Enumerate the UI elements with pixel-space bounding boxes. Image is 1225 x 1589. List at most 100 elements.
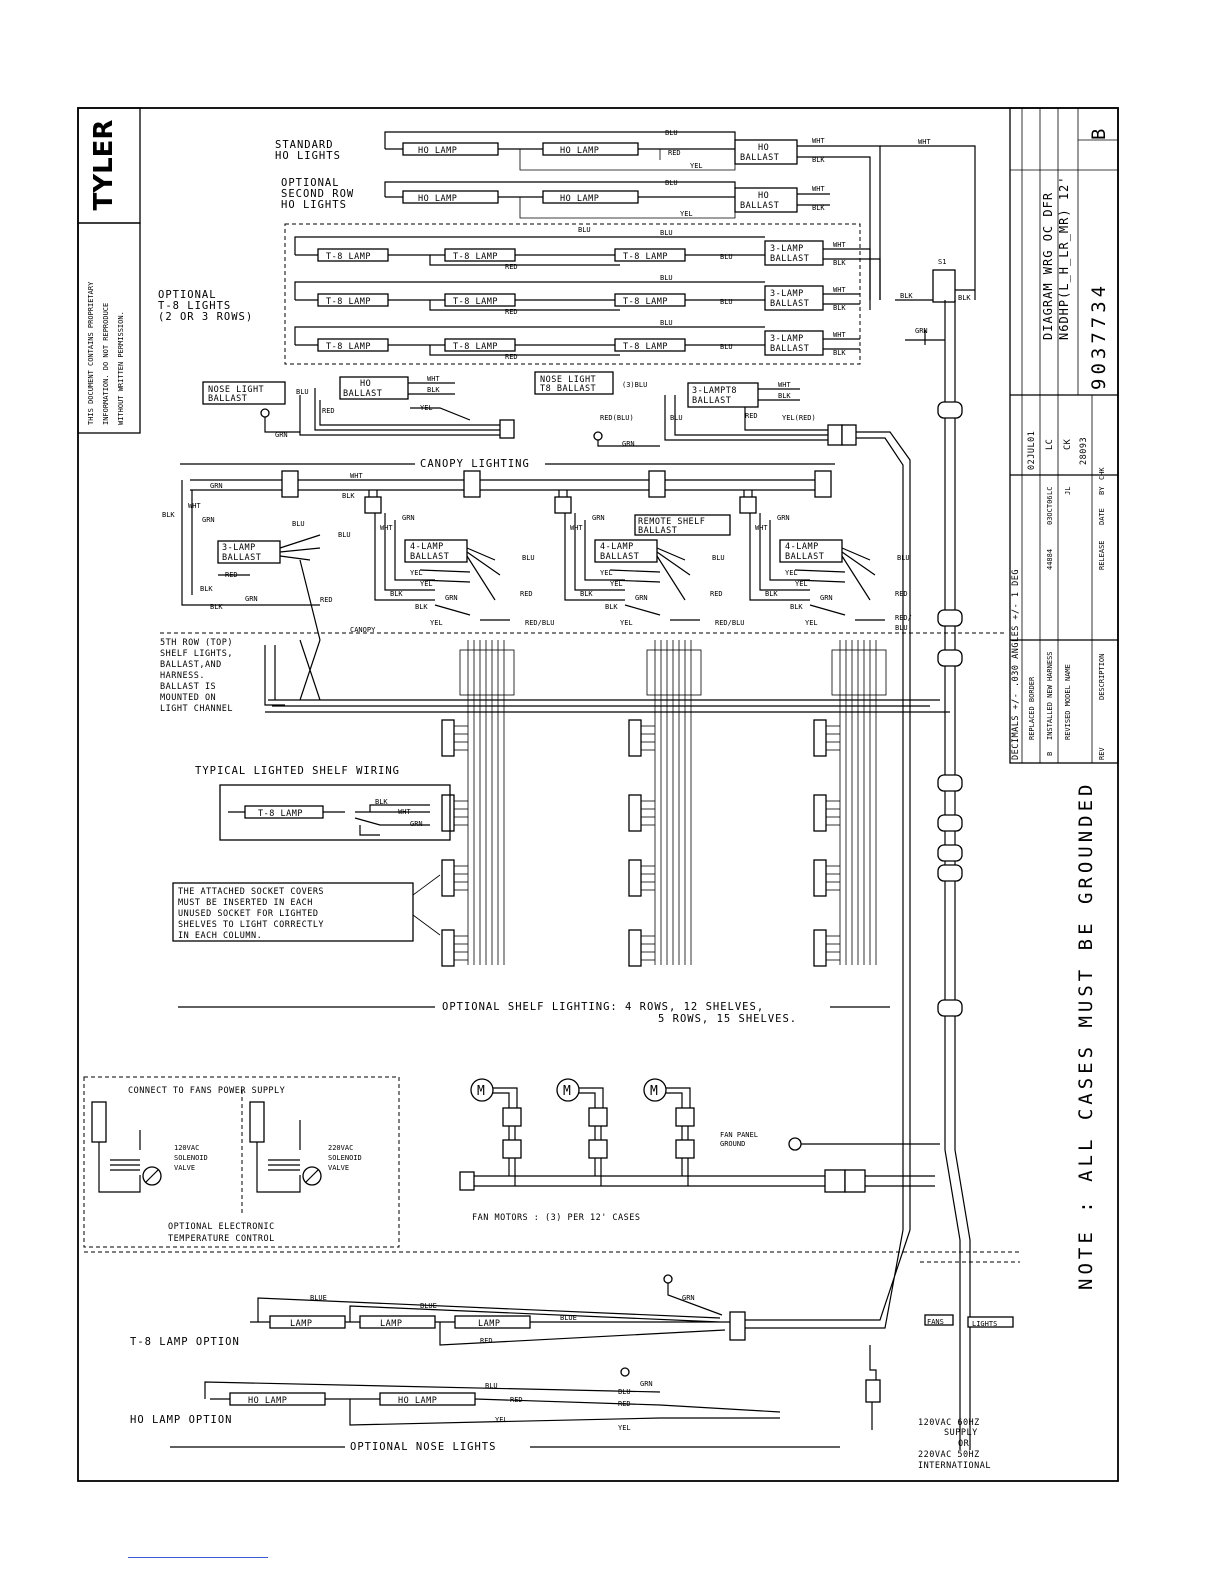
typical-shelf-box — [219, 784, 451, 841]
hdr-rev: REV — [1098, 747, 1106, 760]
ho2-blk: BLK — [812, 204, 825, 212]
fifth-row-1: 5TH ROW (TOP) — [160, 638, 233, 648]
etc-label-1: OPTIONAL ELECTRONIC — [168, 1222, 275, 1232]
fan-plug — [588, 1107, 608, 1127]
s1-blk-l: BLK — [900, 292, 913, 300]
shelf-socket[interactable] — [813, 859, 827, 897]
fl-yel-3: YEL — [620, 619, 633, 627]
shelf-socket[interactable] — [628, 719, 642, 757]
opt-t8-lamp-3-label: LAMP — [478, 1319, 500, 1329]
ho-ballast-1-l2: BALLAST — [740, 153, 779, 163]
ho2-wht: WHT — [812, 185, 825, 193]
shelf-socket[interactable] — [813, 719, 827, 757]
trunk-clip — [937, 844, 963, 862]
ho1-wht: WHT — [812, 137, 825, 145]
rev-date: 03OCT06 — [1046, 495, 1054, 525]
t8nose-redblu: RED(BLU) — [600, 414, 634, 422]
t8-3lamp-ballast-l2: BALLAST — [770, 254, 809, 264]
drawing-title-1: DIAGRAM WRG OC DFR — [1041, 192, 1055, 340]
remote-shelf-l1: REMOTE SHELF — [638, 517, 705, 527]
can-blk-l: BLK — [162, 511, 175, 519]
fl-blk-2: BLK — [790, 603, 803, 611]
supply-5: INTERNATIONAL — [918, 1461, 991, 1471]
canopy-lighting: CANOPY LIGHTING WHT BLK GRN BLK WHT GRN … — [162, 458, 835, 641]
t8opt-blue-1: BLUE — [310, 1294, 327, 1302]
fan-motor-icon — [470, 1078, 494, 1102]
optional-shelf-lighting: OPTIONAL SHELF LIGHTING: 4 ROWS, 12 SHEL… — [178, 1001, 890, 1025]
trunk-clip — [937, 864, 963, 882]
shelf-socket[interactable] — [441, 794, 455, 832]
shelf-socket[interactable] — [441, 719, 455, 757]
shelf-socket[interactable] — [628, 929, 642, 967]
can-red-1: RED — [225, 571, 238, 579]
t8-3lamp-ballast-l1: 3-LAMP — [770, 334, 804, 344]
fan-receptacle — [502, 1139, 522, 1159]
fl-red: RED — [710, 590, 723, 598]
four-lamp-l2: BALLAST — [410, 552, 449, 562]
can-grn: GRN — [210, 482, 223, 490]
can-blk-2: BLK — [200, 585, 213, 593]
fifth-row-label: 5TH ROW (TOP) SHELF LIGHTS, BALLAST,AND … — [160, 638, 950, 714]
fl-blk: BLK — [765, 590, 778, 598]
drawing-title-2: N6DHP(L_H_LR_MR) 12' — [1057, 176, 1071, 341]
fan-motor-icon — [643, 1078, 667, 1102]
shelf-harness-columns — [441, 640, 887, 967]
trunk-grn: GRN — [915, 327, 928, 335]
legal-text-2: INFORMATION. DO NOT REPRODUCE — [102, 303, 110, 425]
ho-lamp-3-label: HO LAMP — [418, 194, 457, 204]
standard-ho-lights: STANDARD HO LIGHTS HO LAMP HO LAMP HO BA… — [275, 129, 830, 171]
four-lamp-ballast-groups: 4-LAMPBALLASTWHTGRNBLUREDYELYELBLKBLKGRN… — [374, 513, 912, 632]
fl-red: RED — [520, 590, 533, 598]
sol220-2: SOLENOID — [328, 1154, 362, 1162]
t8-lamp-label: T-8 LAMP — [326, 297, 371, 307]
opt-t8-lamp-1-label: LAMP — [290, 1319, 312, 1329]
fan-plug — [675, 1107, 695, 1127]
fl-blk-2: BLK — [605, 603, 618, 611]
shelf-socket[interactable] — [628, 859, 642, 897]
t8nose-yelred: YEL(RED) — [782, 414, 816, 422]
supply: FANS LIGHTS 120VAC 60HZ SUPPLY OR 220VAC… — [865, 1314, 1014, 1471]
shelf-socket[interactable] — [813, 929, 827, 967]
second-row-label-2: SECOND ROW — [281, 188, 354, 200]
socket-note-4: SHELVES TO LIGHT CORRECTLY — [178, 920, 324, 930]
can-grn-l: GRN — [202, 516, 215, 524]
title-block: 9037734 B DIAGRAM WRG OC DFR N6DHP(L_H_L… — [1009, 107, 1119, 764]
nose-light-ballast: NOSE LIGHT BALLAST HO BALLAST WHT BLK YE… — [202, 371, 911, 1230]
shelf-socket[interactable] — [628, 794, 642, 832]
fl-grn: GRN — [592, 514, 605, 522]
ho-ballast-1 — [734, 139, 798, 165]
ho-lamp-option: HO LAMP HO LAMP BLU RED YEL GRN BLU RED … — [130, 1367, 781, 1432]
canopy-connector — [281, 470, 299, 498]
connect-fans-label: CONNECT TO FANS POWER SUPPLY — [128, 1086, 285, 1096]
fl-yel-3: YEL — [430, 619, 443, 627]
shelf-socket[interactable] — [441, 929, 455, 967]
ho-ballast-1-l1: HO — [758, 143, 769, 153]
sol120-3: VALVE — [174, 1164, 195, 1172]
switch-s1[interactable] — [932, 269, 956, 303]
t8-blu: BLU — [660, 229, 673, 237]
remote-shelf-ballast-box — [634, 514, 731, 536]
fan-receptacle — [588, 1139, 608, 1159]
second-row-label-3: HO LIGHTS — [281, 199, 347, 211]
opt-ho-lamp-1-label: HO LAMP — [248, 1396, 287, 1406]
optional-shelf-2: 5 ROWS, 15 SHELVES. — [658, 1013, 797, 1025]
t8-blk: BLK — [833, 349, 846, 357]
socket-note-5: IN EACH COLUMN. — [178, 931, 262, 941]
sol220-3: VALVE — [328, 1164, 349, 1172]
sol220-1: 220VAC — [328, 1144, 353, 1152]
t8-label-2: T-8 LIGHTS — [158, 300, 231, 312]
fl-yel-2: YEL — [420, 580, 433, 588]
legal-text-1: THIS DOCUMENT CONTAINS PROPRIETARY — [87, 281, 95, 425]
t8nose-blu: BLU — [670, 414, 683, 422]
fl-wht: WHT — [755, 524, 768, 532]
can-blu-2: BLU — [338, 531, 351, 539]
fl-wht: WHT — [570, 524, 583, 532]
shelf-socket[interactable] — [441, 859, 455, 897]
t8-lamp-label: T-8 LAMP — [453, 297, 498, 307]
fan-motors: FAN PANEL GROUND FAN MOTORS : (3) PER 12… — [459, 1078, 940, 1223]
nose-ho-ballast — [339, 376, 409, 400]
nose-t8-ballast-l1: 3-LAMPT8 — [692, 386, 737, 396]
socket-note-box — [172, 882, 414, 942]
shelf-socket[interactable] — [813, 794, 827, 832]
